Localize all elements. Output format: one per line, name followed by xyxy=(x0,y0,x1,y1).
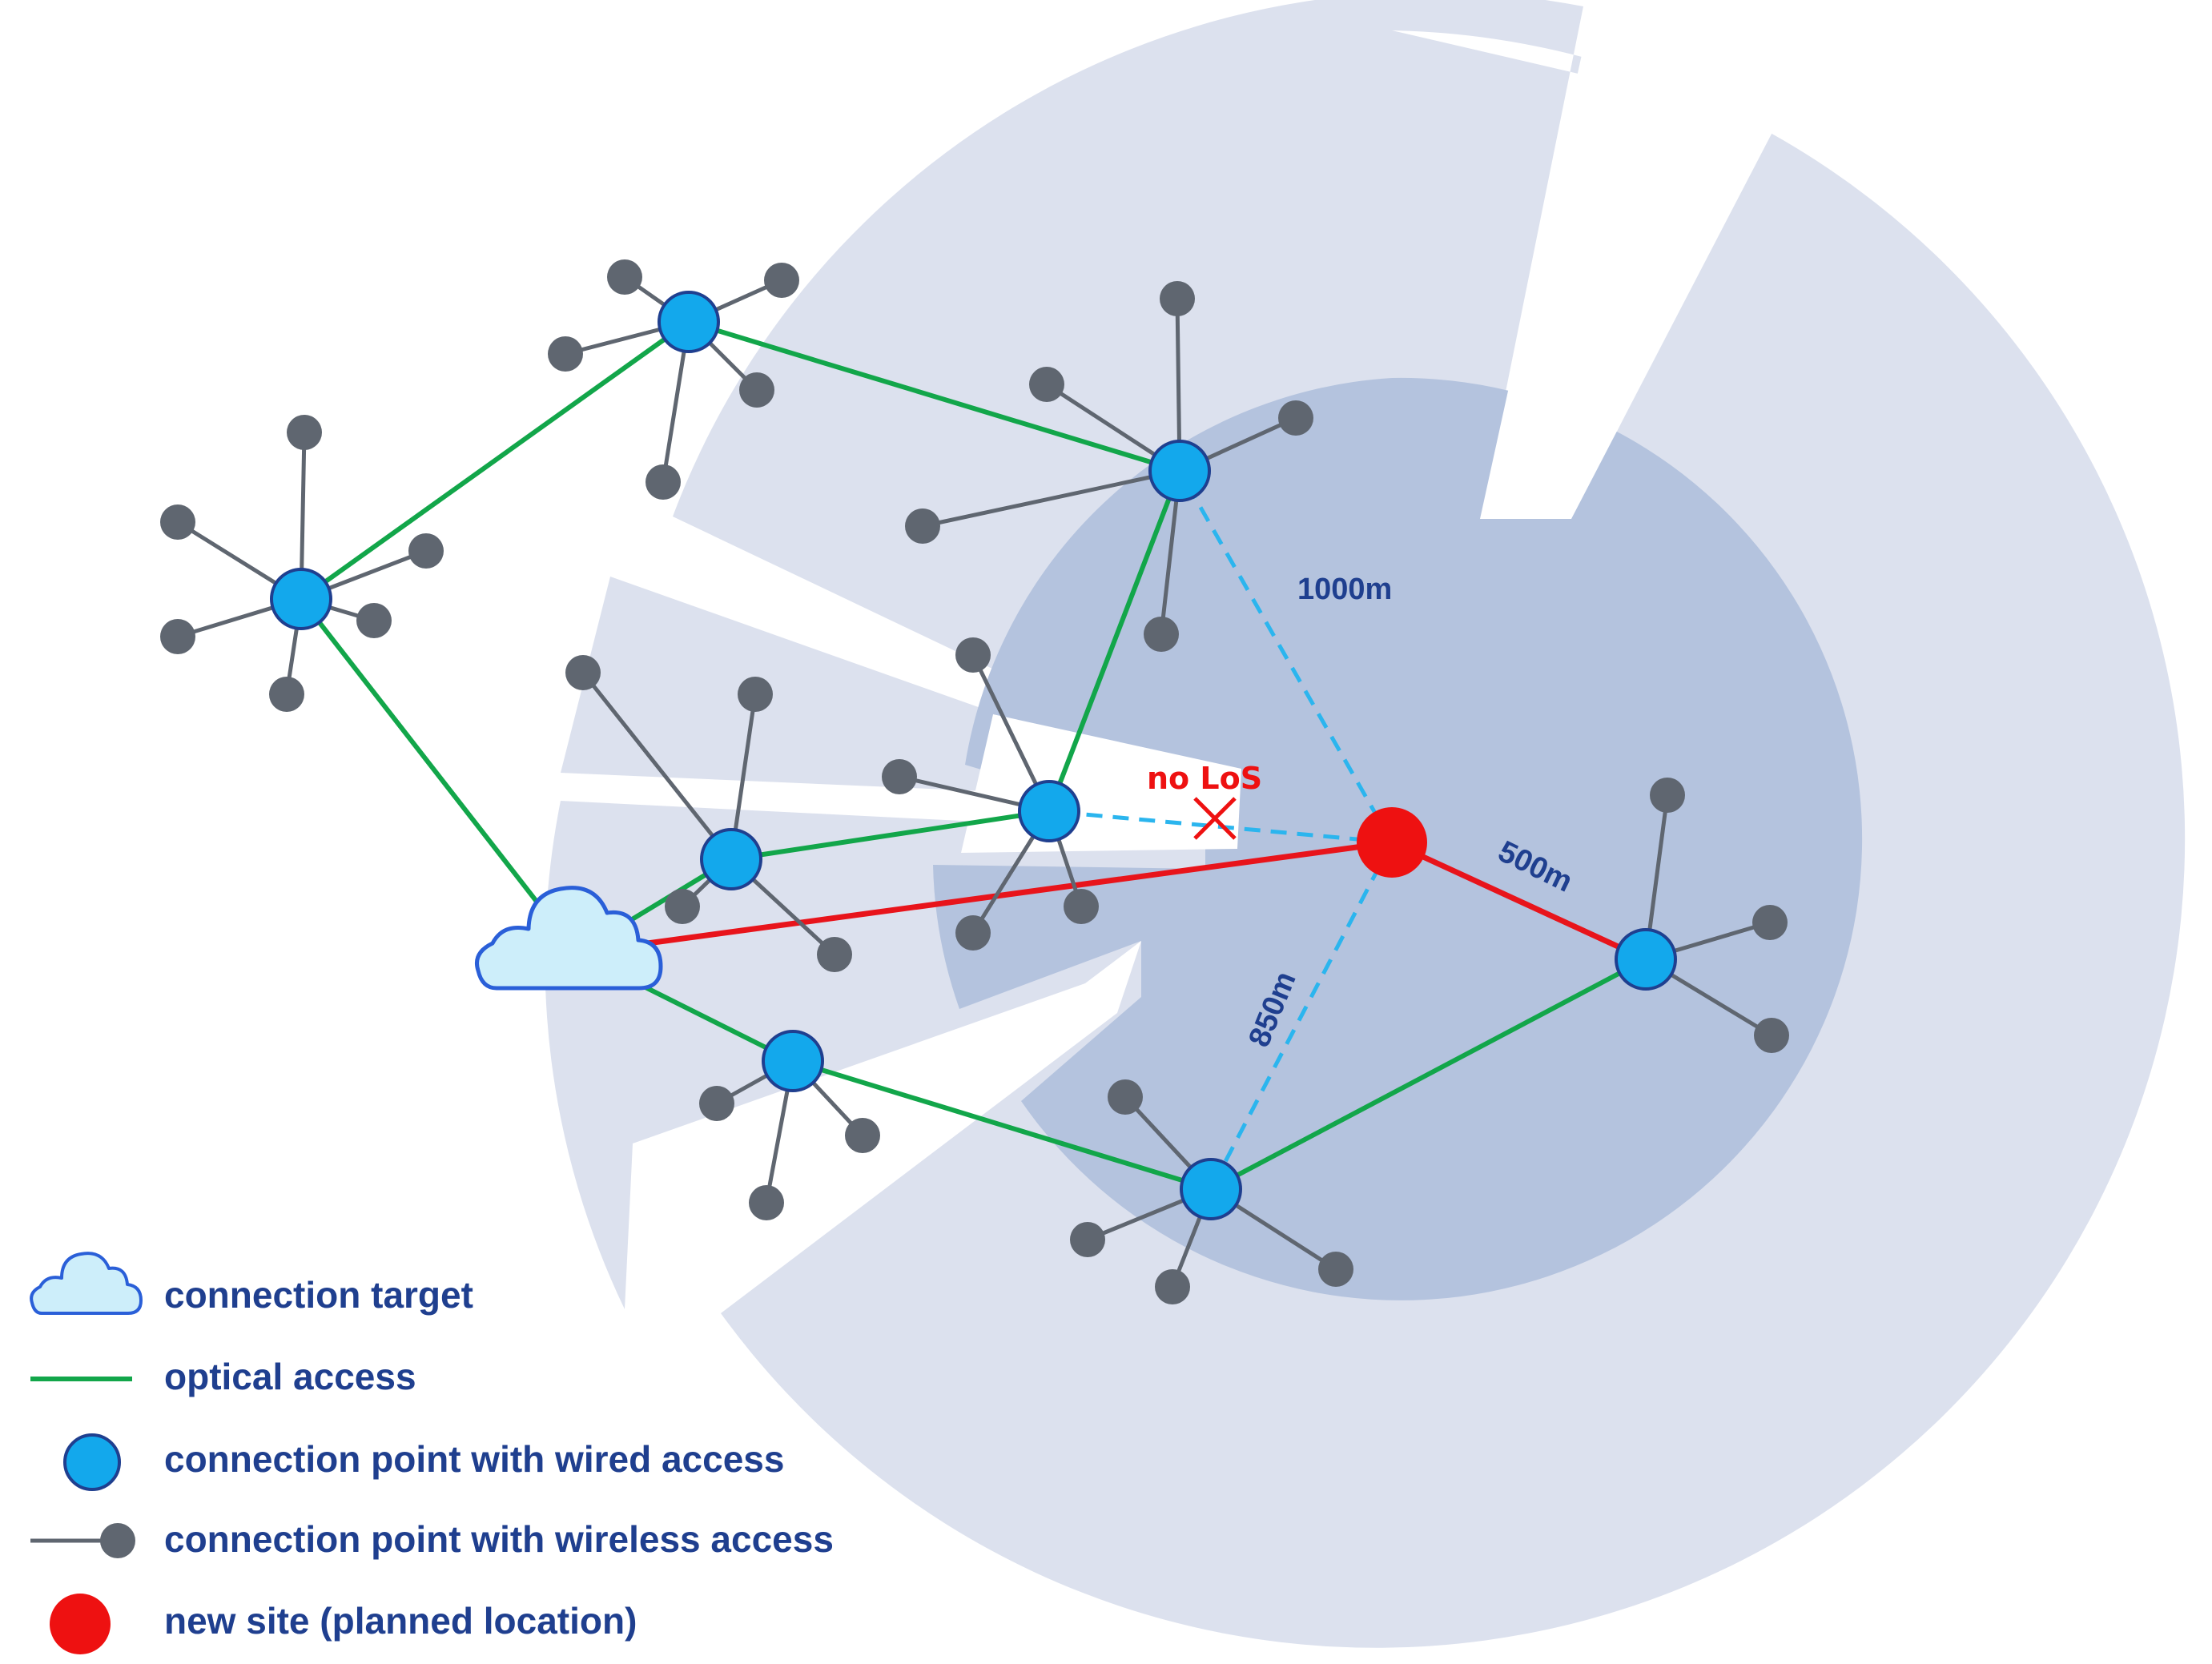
wireless-access-point xyxy=(269,677,304,712)
wireless-access-point xyxy=(356,603,392,638)
wireless-access-point xyxy=(160,619,195,654)
connection-target-cloud-icon xyxy=(475,886,663,991)
legend-label-optical-access: optical access xyxy=(164,1356,416,1397)
wireless-access-point xyxy=(408,533,444,569)
wireless-access-point xyxy=(1064,889,1099,924)
wired-connection-point xyxy=(1148,440,1211,502)
node-group-n2 xyxy=(548,259,799,500)
node-group-n6 xyxy=(699,1030,880,1220)
wireless-access-point xyxy=(607,259,642,295)
wireless-access-point xyxy=(1029,367,1064,402)
wired-connection-point xyxy=(1180,1158,1242,1220)
wireless-access-point xyxy=(160,504,195,540)
legend-label-wired-access: connection point with wired access xyxy=(164,1438,784,1480)
legend-label-wireless-access: connection point with wireless access xyxy=(164,1518,834,1560)
planned-link-site-n8 xyxy=(1390,839,1647,963)
legend-item-connection-target: connection target xyxy=(30,1252,473,1316)
no-los-cross-icon xyxy=(1193,797,1237,840)
blue-circle-icon xyxy=(63,1433,121,1491)
wireless-access-point xyxy=(845,1118,880,1153)
links-layer xyxy=(299,320,1647,1192)
wireless-access-point xyxy=(739,372,774,408)
wireless-access-point xyxy=(287,415,322,450)
wireless-spoke-line xyxy=(581,671,733,861)
wireless-access-point xyxy=(548,336,583,372)
optical-link-n1-cloud xyxy=(299,597,579,955)
red-dot-icon xyxy=(50,1594,111,1654)
wireless-access-point xyxy=(1108,1079,1143,1115)
wireless-access-point xyxy=(699,1086,734,1121)
gray-spoke-icon xyxy=(100,1523,135,1558)
node-group-n7 xyxy=(1070,1079,1353,1304)
wired-connection-point xyxy=(270,568,332,630)
north-sector-gap xyxy=(1480,0,1786,519)
new-site-marker xyxy=(1357,807,1427,878)
optical-link-n7-n8 xyxy=(1209,957,1647,1192)
wired-connection-point xyxy=(1018,780,1080,842)
wireless-access-point xyxy=(738,677,773,712)
wireless-access-point xyxy=(749,1185,784,1220)
optical-link-n2-n3 xyxy=(688,320,1180,473)
no-los-label: no LoS xyxy=(1147,761,1262,796)
wireless-spoke-line xyxy=(922,468,1180,529)
distance-label-1000m: 1000m xyxy=(1297,573,1392,606)
wireless-access-point xyxy=(1144,617,1179,652)
node-group-n1 xyxy=(160,415,444,712)
optical-link-n4-n5 xyxy=(730,809,1050,862)
node-group-n3 xyxy=(905,281,1313,652)
wireless-access-point xyxy=(1155,1269,1190,1304)
optical-link-n1-n2 xyxy=(300,320,690,601)
legend-item-wired-access: connection point with wired access xyxy=(63,1433,784,1491)
wireless-access-point xyxy=(882,759,917,794)
wireless-access-point xyxy=(905,508,940,544)
wired-connection-point xyxy=(700,828,762,890)
legend-label-new-site: new site (planned location) xyxy=(164,1600,637,1642)
planned-link-cloud-site xyxy=(576,839,1393,956)
legend-item-new-site: new site (planned location) xyxy=(50,1594,637,1654)
wireless-access-point xyxy=(565,655,601,690)
wireless-access-point xyxy=(1318,1252,1353,1287)
wireless-access-point xyxy=(955,915,991,951)
cloud-icon xyxy=(30,1252,143,1315)
wireless-access-point xyxy=(665,889,700,924)
wireless-access-point xyxy=(1070,1222,1105,1257)
radio-path-site-n3 xyxy=(1177,469,1394,844)
legend-label-connection-target: connection target xyxy=(164,1274,473,1316)
wireless-access-point xyxy=(1754,1018,1789,1053)
wired-connection-point xyxy=(658,291,720,353)
node-group-n4 xyxy=(565,655,852,972)
wireless-access-point xyxy=(764,263,799,298)
radio-path-site-n7 xyxy=(1209,841,1394,1191)
wireless-access-point xyxy=(1160,281,1195,316)
node-group-n5 xyxy=(882,637,1099,951)
legend-item-wireless-access: connection point with wireless access xyxy=(30,1518,834,1560)
wireless-access-point xyxy=(955,637,991,673)
wireless-access-point xyxy=(646,464,681,500)
wireless-access-point xyxy=(1650,778,1685,813)
optical-link-n6-n7 xyxy=(792,1059,1212,1192)
wireless-access-point xyxy=(1752,905,1788,940)
node-group-n8 xyxy=(1615,778,1789,1053)
wireless-access-point xyxy=(1278,400,1313,436)
optical-link-n3-n5 xyxy=(1047,469,1182,813)
wired-connection-point xyxy=(1615,928,1677,991)
wireless-access-point xyxy=(817,937,852,972)
nodes-layer xyxy=(160,259,1789,1304)
legend: connection target optical access connect… xyxy=(30,1252,834,1654)
legend-item-optical-access: optical access xyxy=(30,1356,416,1397)
wired-connection-point xyxy=(762,1030,824,1092)
